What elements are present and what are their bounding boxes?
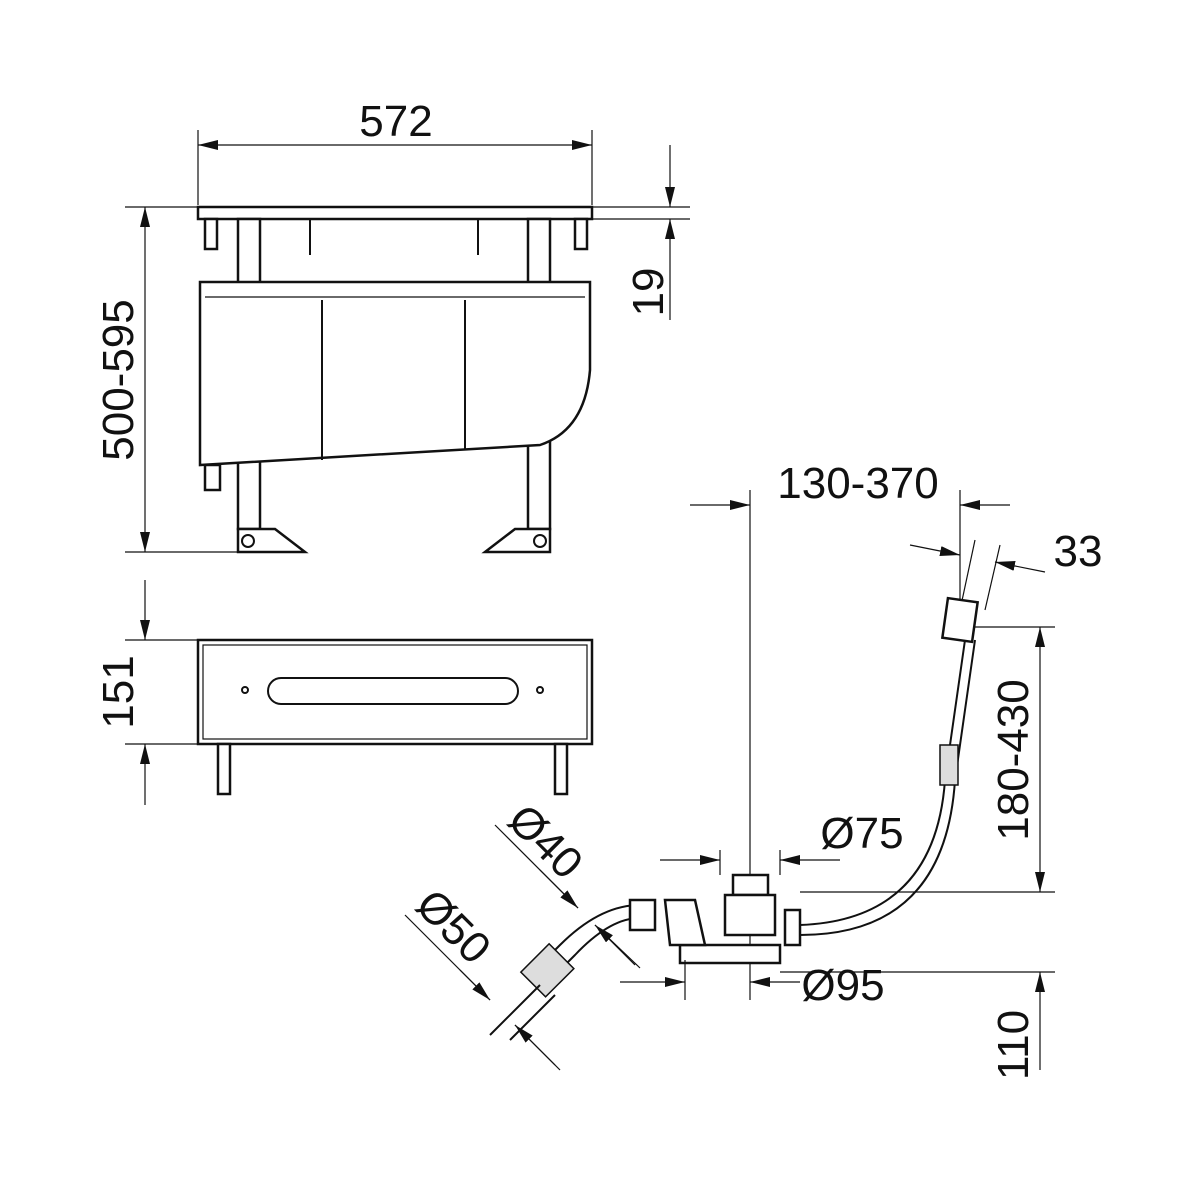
dim-trap-height-110: 110 — [989, 1010, 1038, 1080]
dim-vertical-180-430: 180-430 — [989, 679, 1038, 840]
dim-diameter-95: Ø95 — [801, 961, 884, 1010]
dim-diameter-50: Ø50 — [407, 880, 500, 973]
dim-width-572: 572 — [359, 97, 432, 146]
dim-horizontal-130-370: 130-370 — [777, 459, 938, 508]
dim-angle-33: 33 — [1054, 527, 1103, 576]
dim-diameter-40: Ø40 — [499, 795, 592, 888]
front-view — [125, 130, 690, 554]
drain-assembly — [404, 490, 1055, 1071]
dim-diameter-75: Ø75 — [820, 809, 903, 858]
dim-depth-151: 151 — [94, 655, 143, 728]
dim-height-500-595: 500-595 — [94, 299, 143, 460]
top-view — [125, 580, 594, 805]
dim-plate-19: 19 — [624, 268, 673, 317]
